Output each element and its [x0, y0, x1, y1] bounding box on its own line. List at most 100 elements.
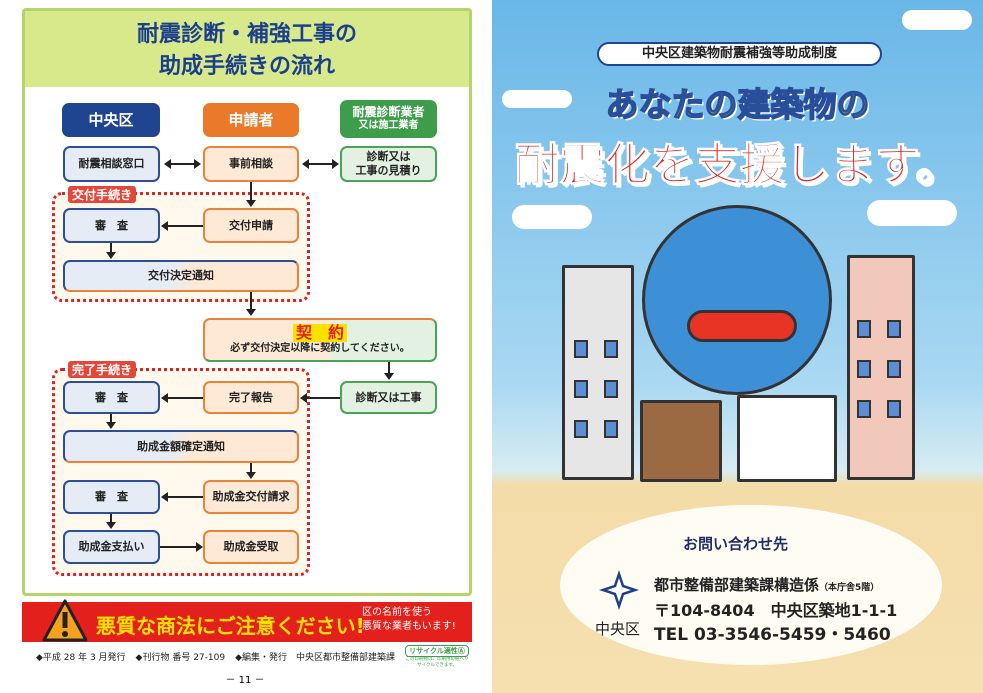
- grant-payment: 助成金支払い: [63, 530, 160, 564]
- grant-review: 審 査: [63, 208, 160, 243]
- arrow-right-icon: [332, 159, 339, 169]
- arrow-left-icon: [161, 492, 168, 502]
- window: [604, 340, 618, 358]
- completion-label: 完了手続き: [68, 361, 137, 378]
- warning-banner: 悪質な商法にご注意ください! 区の名前を使う 悪質な業者もいます!: [22, 599, 472, 642]
- flow-title: 耐震診断・補強工事の 助成手続きの流れ: [25, 11, 469, 87]
- cloud: [867, 200, 957, 226]
- consult-desk: 耐震相談窓口: [63, 146, 160, 182]
- window: [887, 320, 901, 338]
- window: [604, 420, 618, 438]
- arrow-line: [110, 514, 112, 523]
- contact-address: 〒104-8404 中央区築地1-1-1: [654, 601, 898, 620]
- estimate: 診断又は 工事の見積り: [340, 146, 437, 182]
- cloud: [502, 90, 572, 108]
- grant-application: 交付申請: [203, 208, 299, 243]
- header-applicant: 申請者: [203, 103, 299, 137]
- arrow-line: [388, 362, 390, 374]
- arrow-left-icon: [161, 221, 168, 231]
- estimate-line2: 工事の見積り: [355, 164, 422, 177]
- arrow-down-icon: [106, 422, 116, 429]
- payment-request: 助成金交付請求: [203, 480, 299, 514]
- completion-review: 審 査: [63, 381, 160, 414]
- title-line1: 耐震診断・補強工事の: [136, 22, 357, 47]
- arrow-line: [307, 397, 340, 399]
- warning-title: 悪質な商法にご注意ください!: [96, 614, 365, 638]
- chuo-ward-logo-icon: [599, 570, 639, 610]
- recycle-mark: リサイクル適性Ⓐ この印刷物は、印刷用の紙へリサイクルできます。: [405, 645, 469, 669]
- arrow-down-icon: [106, 252, 116, 259]
- cloud: [512, 205, 592, 229]
- arrow-line: [170, 163, 194, 165]
- arrow-line: [167, 225, 203, 227]
- warning-note-line2: 悪質な業者もいます!: [362, 621, 456, 632]
- window: [857, 360, 871, 378]
- contact-dept: 都市整備部建築課構造係（本庁舎5階）: [654, 574, 879, 595]
- arrow-line: [250, 463, 252, 473]
- pre-consult: 事前相談: [203, 146, 299, 182]
- department: 都市整備部建築課構造係: [654, 576, 820, 594]
- arrow-line: [160, 546, 196, 548]
- warning-note: 区の名前を使う 悪質な業者もいます!: [362, 606, 456, 634]
- arrow-line: [110, 243, 112, 253]
- arrow-line: [250, 292, 252, 310]
- amount-notice: 助成金額確定通知: [63, 430, 299, 463]
- window: [574, 340, 588, 358]
- building-left: [562, 265, 634, 480]
- completion-report: 完了報告: [203, 381, 299, 414]
- arrow-line: [308, 163, 332, 165]
- contract-note: 必ず交付決定以降に契約してください。: [230, 343, 410, 354]
- contact-title: お問い合わせ先: [683, 535, 789, 553]
- header-ward: 中央区: [62, 103, 160, 137]
- footer-info: ◆平成 28 年 3 月発行 ◆刊行物 番号 27-109 ◆編集・発行 中央区…: [36, 650, 395, 663]
- grant-receipt: 助成金受取: [203, 530, 299, 564]
- floor: （本庁舎5階）: [819, 583, 880, 593]
- page-number: － 11 －: [225, 675, 265, 686]
- grant-decision-notice: 交付決定通知: [63, 260, 299, 292]
- mascot-mouth: [687, 310, 797, 342]
- recycle-label: リサイクル適性Ⓐ: [405, 645, 469, 657]
- warning-note-line1: 区の名前を使う: [362, 607, 432, 618]
- window: [574, 380, 588, 398]
- estimate-line1: 診断又は: [366, 150, 411, 163]
- arrow-line: [167, 496, 203, 498]
- contact-phone: TEL 03-3546-5459・5460: [654, 625, 891, 645]
- payment-review: 審 査: [63, 480, 160, 514]
- left-page: 耐震診断・補強工事の 助成手続きの流れ 中央区 申請者 耐震診断業者 又は施工業…: [0, 0, 490, 693]
- warning-triangle-icon: [42, 599, 88, 642]
- diagnosis-or-work: 診断又は工事: [340, 381, 437, 414]
- contract-box: 契 約 必ず交付決定以降に契約してください。: [203, 318, 437, 362]
- window: [887, 400, 901, 418]
- house-white: [737, 395, 837, 482]
- recycle-note: この印刷物は、印刷用の紙へリサイクルできます。: [405, 657, 469, 668]
- contractor-line1: 耐震診断業者: [352, 105, 425, 119]
- window: [857, 320, 871, 338]
- arrow-line: [250, 182, 252, 202]
- headline-line1: あなたの建築物の: [605, 84, 871, 125]
- title-line2: 助成手続きの流れ: [158, 54, 335, 79]
- arrow-down-icon: [384, 373, 394, 380]
- arrow-left-icon: [302, 159, 309, 169]
- arrow-line: [167, 397, 203, 399]
- arrow-left-icon: [164, 159, 171, 169]
- window: [604, 380, 618, 398]
- grant-procedure-label: 交付手続き: [68, 186, 137, 203]
- program-name: 中央区建築物耐震補強等助成制度: [597, 42, 882, 66]
- arrow-down-icon: [246, 472, 256, 479]
- arrow-left-icon: [161, 393, 168, 403]
- contractor-line2: 又は施工業者: [358, 120, 419, 131]
- header-contractor: 耐震診断業者 又は施工業者: [340, 100, 437, 138]
- window: [887, 360, 901, 378]
- arrow-down-icon: [106, 522, 116, 529]
- house-brown: [640, 400, 722, 482]
- arrow-right-icon: [196, 542, 203, 552]
- arrow-line: [110, 414, 112, 423]
- issued-date: ◆平成 28 年 3 月発行: [36, 653, 126, 663]
- headline-line2: 耐震化を支援します。: [514, 138, 961, 192]
- window: [857, 400, 871, 418]
- arrow-down-icon: [246, 309, 256, 316]
- arrow-left-icon: [300, 393, 307, 403]
- window: [574, 420, 588, 438]
- mascot-catfish: [642, 205, 832, 395]
- arrow-right-icon: [194, 159, 201, 169]
